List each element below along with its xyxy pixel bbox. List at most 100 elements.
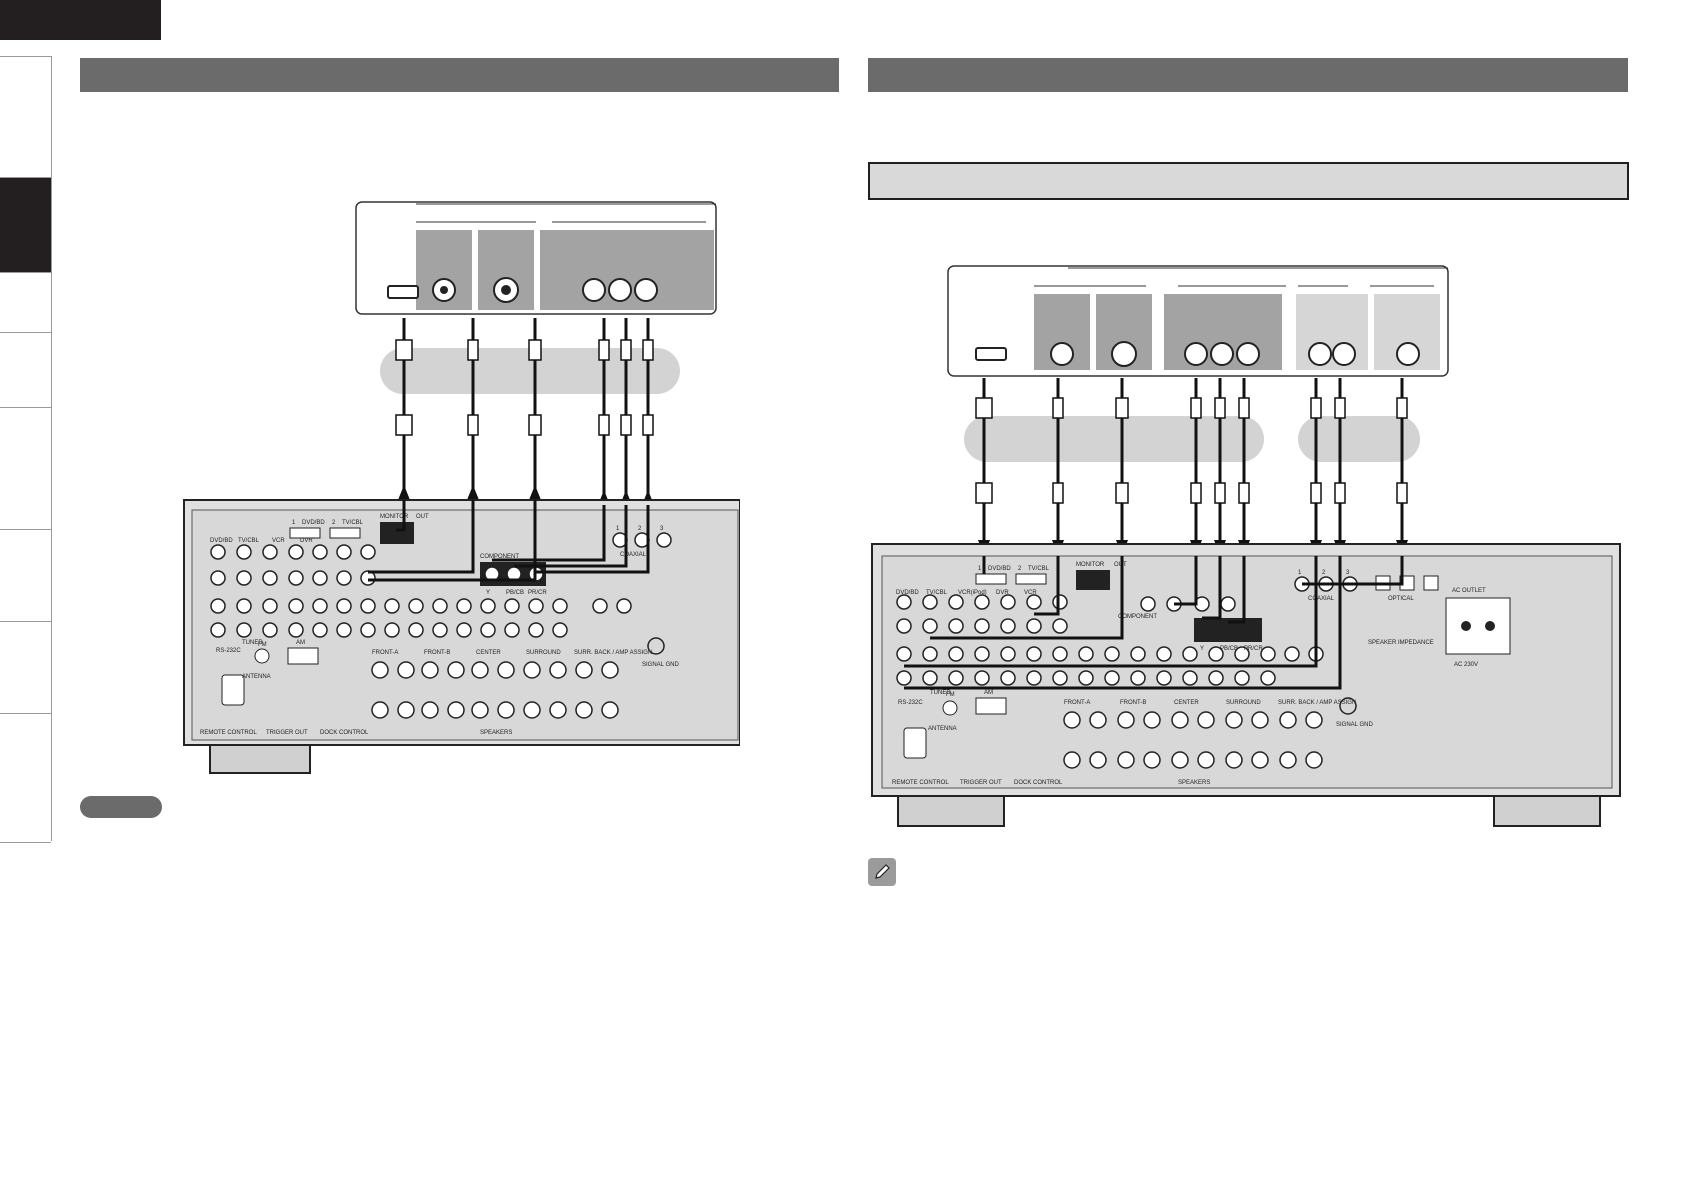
right-component-y: Y <box>1200 646 1204 652</box>
right-component-pb: PB/CB <box>1220 646 1238 652</box>
right-spk-front-a: FRONT-A <box>1064 700 1090 706</box>
side-tab-divider <box>51 56 52 841</box>
right-ac-power-label: AC 230V <box>1454 662 1478 668</box>
left-tuner-label: TUNER <box>242 640 263 646</box>
left-antenna-label: ANTENNA <box>242 674 271 680</box>
left-connection-diagram: MONITOR OUT 1 DVD/BD 2 TV/CBL DVD/BD TV/… <box>183 201 740 774</box>
left-component-pr: PR/CR <box>528 590 547 596</box>
right-video-in-4: DVR <box>996 590 1009 596</box>
right-digital-in-3: 3 <box>1346 570 1350 576</box>
right-optical-label: OPTICAL <box>1388 596 1414 602</box>
left-receiver-rear-panel: MONITOR OUT 1 DVD/BD 2 TV/CBL DVD/BD TV/… <box>183 499 740 774</box>
right-video-in-5: VCR <box>1024 590 1037 596</box>
side-tab-6[interactable] <box>0 529 51 622</box>
left-cables <box>402 318 650 505</box>
fm-antenna-jack <box>942 700 958 716</box>
right-hdmi-label-4: TV/CBL <box>1028 566 1050 572</box>
right-bottom-label-3: DOCK CONTROL <box>1014 780 1063 786</box>
receiver-foot-right <box>1493 795 1601 827</box>
hdmi-monitor-out <box>1076 570 1110 590</box>
component-y-jack-icon <box>1184 342 1208 366</box>
pencil-note-icon <box>868 858 896 886</box>
left-signal-gnd-label: SIGNAL GND <box>642 662 679 668</box>
receiver-foot <box>209 744 311 774</box>
right-section-bar <box>868 58 1628 92</box>
component-pb-jack-icon <box>1210 342 1234 366</box>
left-spk-front-a: FRONT-A <box>372 650 398 656</box>
right-ac-outlet-label: AC OUTLET <box>1452 588 1486 594</box>
left-am-label: AM <box>296 640 305 646</box>
right-spk-surround: SURROUND <box>1226 700 1261 706</box>
right-video-in-1: DVD/BD <box>896 590 919 596</box>
right-coaxial-label: COAXIAL <box>1308 596 1335 602</box>
hdmi-out-port-icon <box>387 285 419 299</box>
right-bottom-label-1: REMOTE CONTROL <box>892 780 949 786</box>
s-video-out-jack-icon <box>1111 341 1137 367</box>
left-section-bar <box>80 58 839 92</box>
signal-gnd-screw <box>647 637 665 655</box>
left-video-in-1: DVD/BD <box>210 538 233 544</box>
left-rs232c-label: RS-232C <box>216 648 241 654</box>
side-tab-4[interactable] <box>0 332 51 408</box>
right-digital-in-2: 2 <box>1322 570 1326 576</box>
signal-gnd-screw <box>1339 697 1357 715</box>
left-bottom-label-2: TRIGGER OUT <box>266 730 308 736</box>
side-tab-7[interactable] <box>0 621 51 714</box>
left-out-label: OUT <box>416 514 429 520</box>
am-antenna-terminal <box>975 697 1007 715</box>
right-spk-surrback: SURR. BACK / AMP ASSIGN <box>1278 700 1356 706</box>
am-antenna-terminal <box>287 647 319 665</box>
left-component-label: COMPONENT <box>480 554 519 560</box>
right-fm-label: FM <box>946 692 955 698</box>
side-tab-8[interactable] <box>0 713 51 843</box>
right-hdmi-label-3: 2 <box>1018 566 1022 572</box>
component-pb-jack-icon <box>608 278 632 302</box>
hdmi-in-port-1 <box>975 573 1007 585</box>
right-av-jacks <box>896 576 1358 686</box>
hdmi-out-port-icon <box>975 347 1007 361</box>
right-source-device <box>947 265 1449 377</box>
left-speakers-label: SPEAKERS <box>480 730 512 736</box>
left-video-in-4: DVR <box>300 538 313 544</box>
side-tab-5[interactable] <box>0 407 51 530</box>
right-rs232c-label: RS-232C <box>898 700 923 706</box>
component-y-jack-icon <box>582 278 606 302</box>
audio-r-out-jack-icon <box>1332 342 1356 366</box>
component-pr-jack-icon <box>634 278 658 302</box>
right-bottom-label-2: TRIGGER OUT <box>960 780 1002 786</box>
rs232c-port <box>221 674 245 706</box>
left-hdmi-label-3: 2 <box>332 520 336 526</box>
left-hdmi-label-2: DVD/BD <box>302 520 325 526</box>
arrow-up-icon <box>398 485 410 500</box>
right-spk-center: CENTER <box>1174 700 1199 706</box>
right-antenna-label: ANTENNA <box>928 726 957 732</box>
right-video-in-3: VCR(iPod) <box>958 590 987 596</box>
left-spk-front-b: FRONT-B <box>424 650 450 656</box>
left-spk-surrback: SURR. BACK / AMP ASSIGN <box>574 650 652 656</box>
component-pr-jack-icon <box>1236 342 1260 366</box>
hdmi-in-port-2 <box>329 527 361 539</box>
left-component-y: Y <box>486 590 490 596</box>
side-tab-3[interactable] <box>0 272 51 333</box>
right-tuner-label: TUNER <box>930 690 951 696</box>
right-signal-gnd-label: SIGNAL GND <box>1336 722 1373 728</box>
right-hdmi-label-1: 1 <box>978 566 982 572</box>
left-video-jacks <box>210 532 672 638</box>
side-tab-1[interactable] <box>0 56 51 178</box>
language-tab[interactable] <box>0 0 161 40</box>
hdmi-monitor-out <box>380 522 414 544</box>
arrow-up-icon <box>529 485 541 500</box>
right-speaker-terminals <box>1063 711 1323 769</box>
right-hdmi-label-2: DVD/BD <box>988 566 1011 572</box>
left-hdmi-label-1: 1 <box>292 520 296 526</box>
right-speakers-label: SPEAKERS <box>1178 780 1210 786</box>
hdmi-in-port-2 <box>1015 573 1047 585</box>
coaxial-out-jack-icon <box>1396 342 1420 366</box>
right-am-label: AM <box>984 690 993 696</box>
right-digital-in-1: 1 <box>1298 570 1302 576</box>
left-video-in-2: TV/CBL <box>238 538 260 544</box>
right-cables <box>982 378 1404 558</box>
side-tab-2-active[interactable] <box>0 177 51 273</box>
left-video-in-3: VCR <box>272 538 285 544</box>
fm-antenna-jack <box>254 648 270 664</box>
